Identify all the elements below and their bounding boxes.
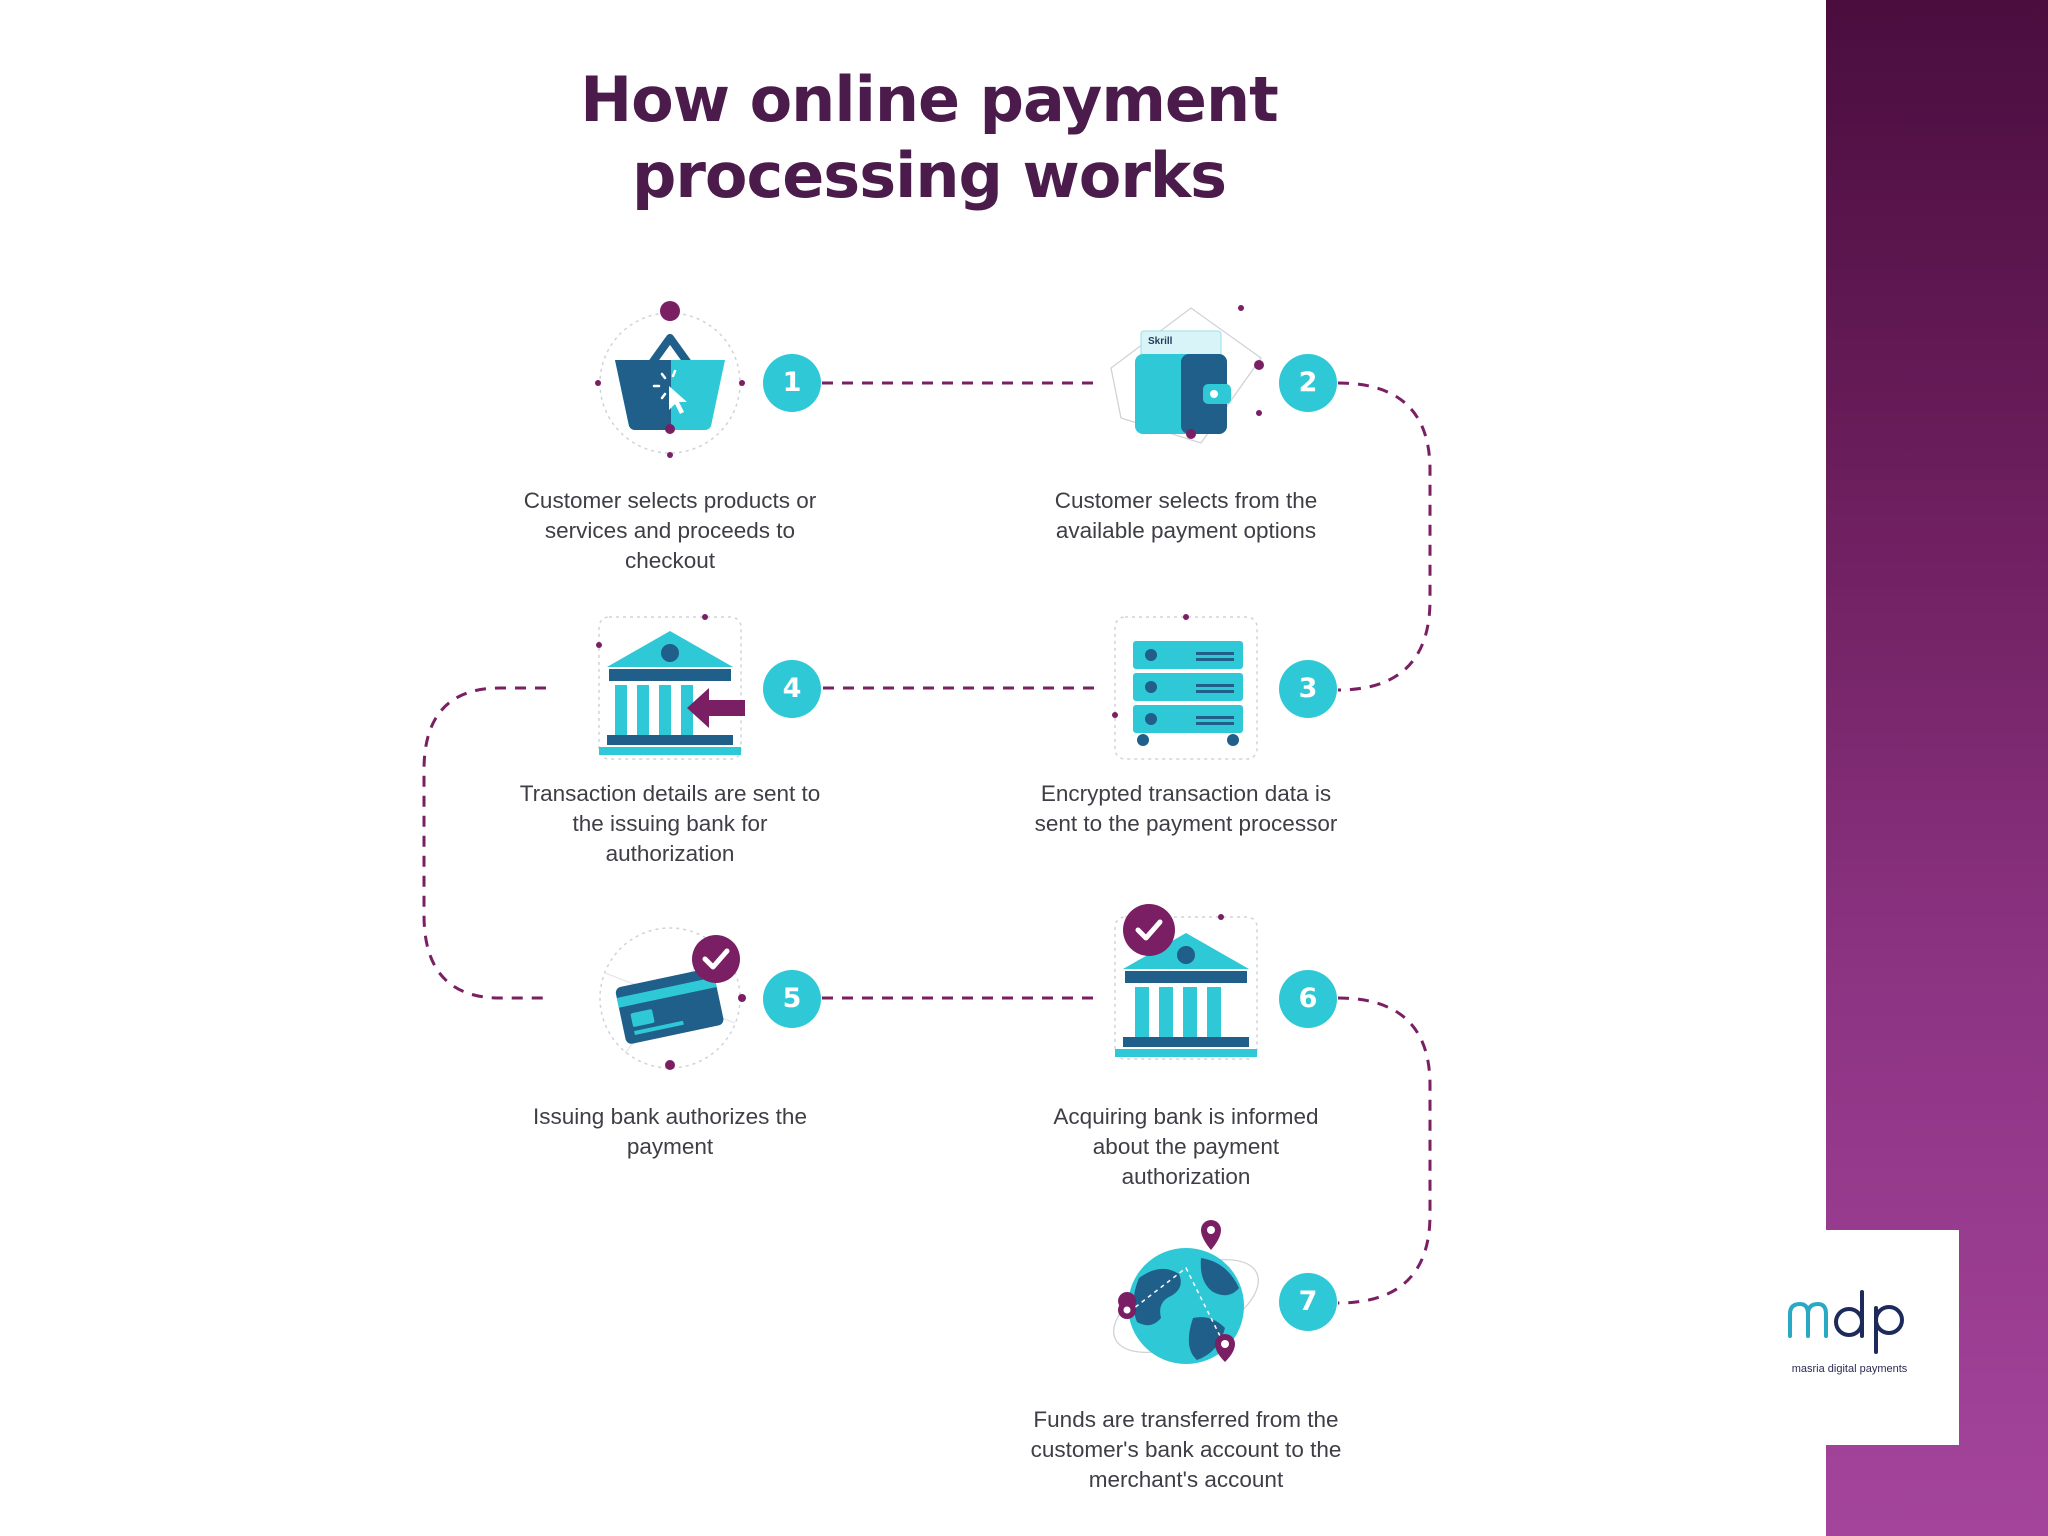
bank-check-icon [1114,904,1258,1060]
title-line-1: How online payment [580,63,1279,136]
credit-card-check-icon [599,927,746,1070]
bank-arrow-icon [596,614,745,760]
page-title: How online payment processing works [520,62,1338,214]
step-2-badge: 2 [1279,354,1337,412]
logo-tagline: masria digital payments [1791,1363,1908,1375]
connector-4-5 [422,686,546,1000]
server-icon [1112,614,1258,760]
step-1-badge: 1 [763,354,821,412]
shopping-basket-icon [595,301,745,458]
mdp-logo-mark [1788,1290,1904,1354]
step-7-badge: 7 [1279,1273,1337,1331]
step-5-badge: 5 [763,970,821,1028]
connector-6-7 [1337,996,1432,1305]
title-line-2: processing works [631,139,1227,212]
wallet-icon: Skrill [1110,305,1264,444]
brand-logo: masria digital payments [1760,1230,1959,1445]
step-6-badge: 6 [1279,970,1337,1028]
step-4-badge: 4 [763,660,821,718]
globe-icon [1113,1220,1259,1364]
step-3-badge: 3 [1279,660,1337,718]
connector-2-3 [1337,381,1432,692]
wallet-card-label: Skrill [1148,336,1173,347]
